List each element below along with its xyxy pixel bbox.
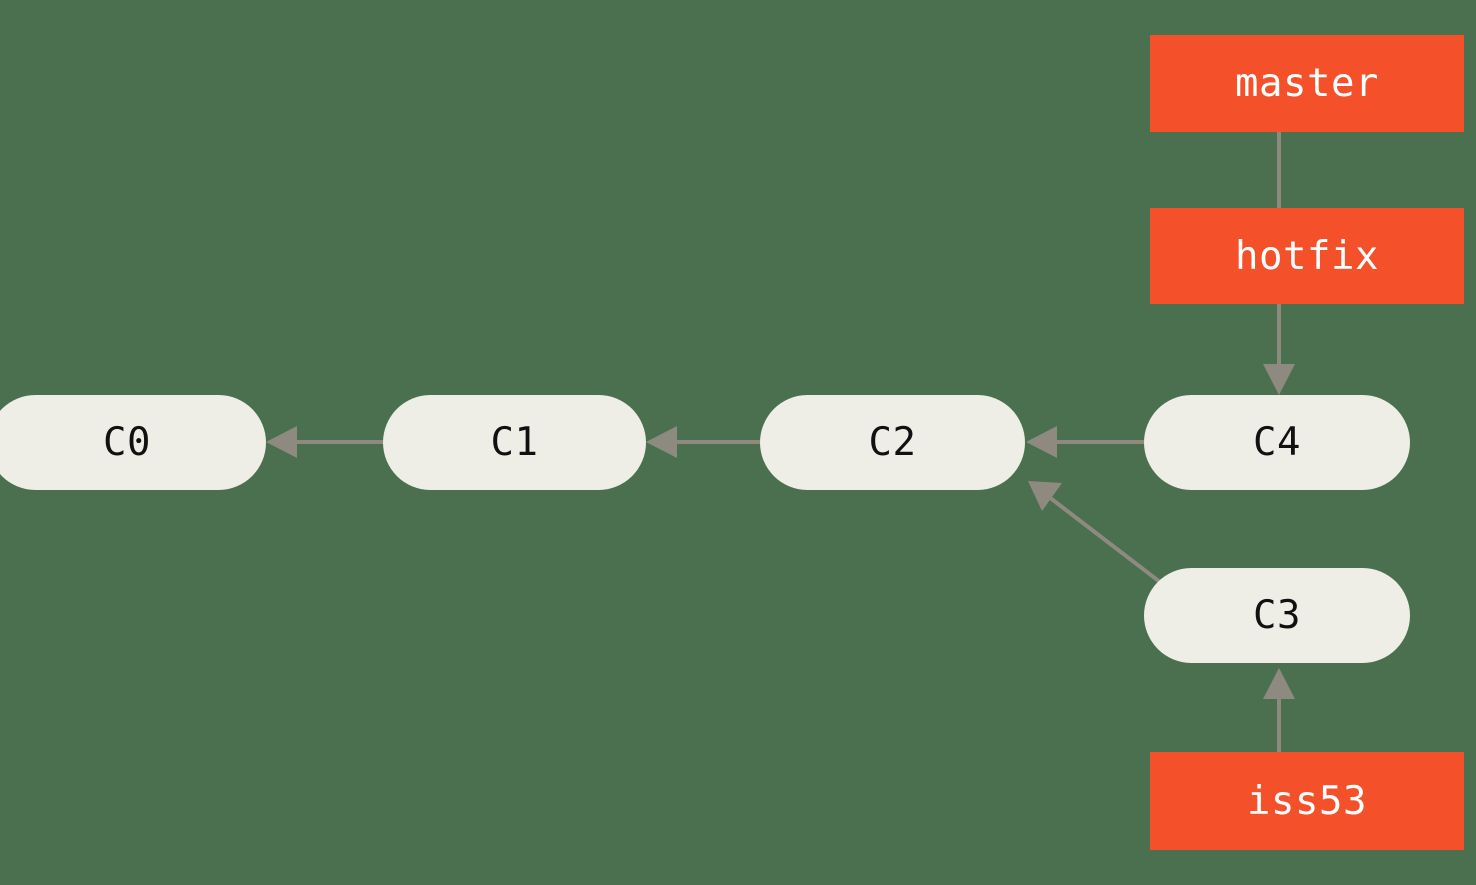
branch-label-master[interactable]: master (1150, 35, 1464, 132)
edge-c4-to-c2 (1026, 426, 1144, 458)
commit-label: C0 (103, 420, 151, 465)
branch-label-iss53[interactable]: iss53 (1150, 752, 1464, 850)
commit-label: C1 (490, 420, 539, 465)
branch-label-text: iss53 (1247, 778, 1367, 824)
edge-hotfix-to-c4 (1263, 304, 1295, 395)
commit-node-c1[interactable]: C1 (383, 395, 646, 490)
commit-node-c3[interactable]: C3 (1144, 568, 1410, 663)
branch-label-hotfix[interactable]: hotfix (1150, 208, 1464, 304)
commit-node-c0[interactable]: C0 (0, 395, 266, 490)
commit-label: C3 (1253, 593, 1301, 638)
commit-label: C2 (868, 420, 917, 465)
branch-label-text: master (1235, 61, 1379, 106)
edge-c3-to-c2 (1028, 481, 1162, 584)
edge-c1-to-c0 (266, 426, 383, 458)
commit-node-c2[interactable]: C2 (760, 395, 1025, 490)
edge-c2-to-c1 (646, 426, 760, 458)
commit-label: C4 (1253, 420, 1301, 465)
edge-iss53-to-c3 (1263, 668, 1295, 752)
branch-label-text: hotfix (1235, 233, 1379, 279)
commit-node-c4[interactable]: C4 (1144, 395, 1410, 490)
